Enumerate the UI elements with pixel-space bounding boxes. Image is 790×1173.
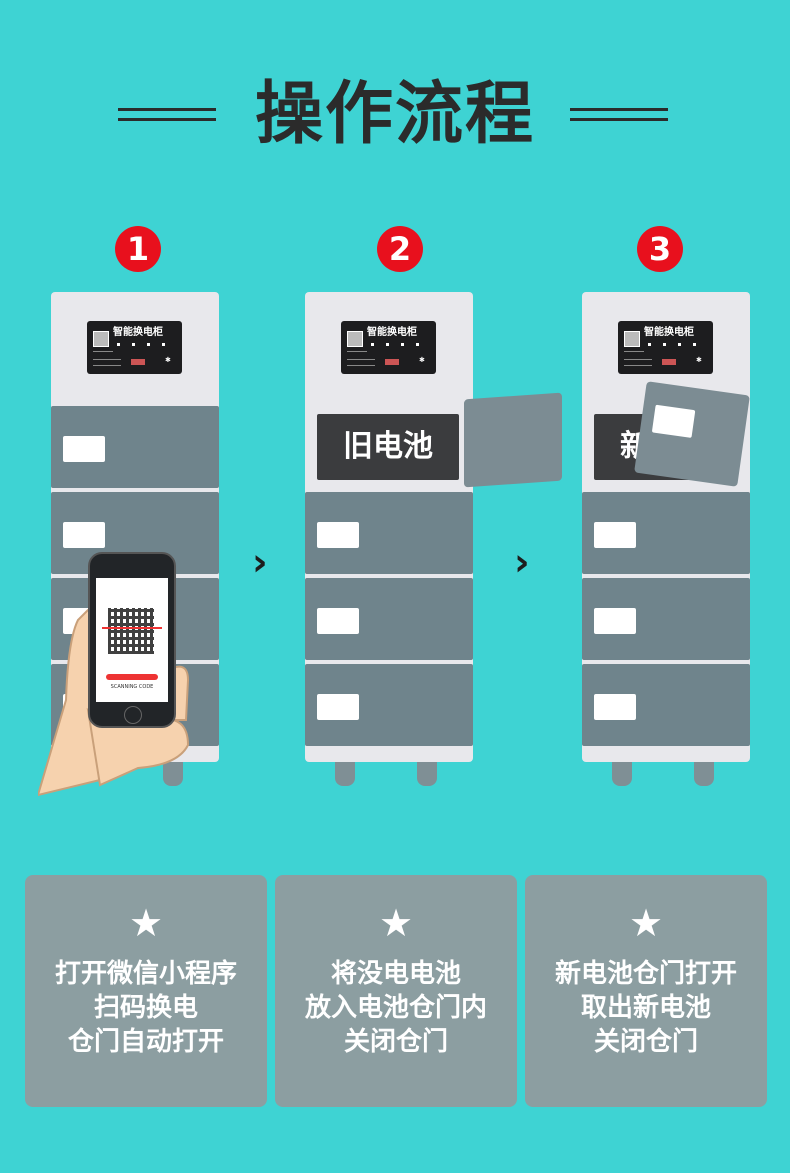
star-icon: ★ [378,901,414,945]
screen-line [624,351,644,352]
open-door [464,392,562,488]
cabinet-step-3: 智能换电柜 ✱ 新 [582,292,750,786]
bluetooth-icon: ✱ [419,356,425,364]
indicator-lights [648,343,708,346]
instruction-card-1: ★ 打开微信小程序 扫码换电 仓门自动打开 [25,875,267,1107]
screen-line [624,359,652,360]
screen-line [347,359,375,360]
qr-code-icon [108,608,154,654]
card-line: 打开微信小程序 [54,959,237,989]
cabinet-drawer [305,664,473,746]
scan-line [102,627,162,629]
cabinet-step-2: 智能换电柜 ✱ 旧电池 [305,292,473,786]
drawer-handle [594,522,636,548]
drawer-handle [594,608,636,634]
home-button-icon [124,706,142,724]
cabinet-leg [335,754,355,786]
screen-line [624,365,652,366]
step-2-badge: 2 [377,226,423,272]
header: 操作流程 [0,70,790,160]
cabinet-leg [417,754,437,786]
drawer-handle [63,436,105,462]
screen-title: 智能换电柜 [644,327,694,338]
step-1-badge: 1 [115,226,161,272]
card-line: 扫码换电 [93,993,198,1023]
card-line: 取出新电池 [580,993,711,1023]
arrow-right-icon: › [252,540,268,584]
title-decoration-right [570,108,668,122]
indicator-lights [371,343,431,346]
screen-title: 智能换电柜 [113,327,163,338]
cabinet-screen: 智能换电柜 ✱ [87,321,182,374]
cabinet-screen: 智能换电柜 ✱ [341,321,436,374]
star-icon: ★ [628,901,664,945]
old-battery-label: 旧电池 [317,414,459,480]
scanning-caption: SCANNING CODE [110,684,154,690]
qr-icon [347,331,363,347]
card-line: 新电池仓门打开 [554,959,737,989]
open-door [634,381,750,487]
screen-chip [385,359,399,365]
arrow-right-icon: › [514,540,530,584]
cabinet-screen: 智能换电柜 ✱ [618,321,713,374]
step-3-badge: 3 [637,226,683,272]
drawer-handle [594,694,636,720]
bluetooth-icon: ✱ [165,356,171,364]
screen-line [93,365,121,366]
cabinet-leg [612,754,632,786]
card-line: 关闭仓门 [343,1027,448,1057]
drawer-handle [317,522,359,548]
cabinet-drawer [305,492,473,574]
qr-icon [93,331,109,347]
screen-title: 智能换电柜 [367,327,417,338]
screen-chip [662,359,676,365]
cabinet-drawer [582,492,750,574]
indicator-lights [117,343,177,346]
cabinet-drawer [582,578,750,660]
star-icon: ★ [128,901,164,945]
page-title: 操作流程 [254,75,535,154]
cabinet-drawer [51,406,219,488]
smartphone: SCANNING CODE [88,552,176,728]
cabinet-leg [694,754,714,786]
bluetooth-icon: ✱ [696,356,702,364]
card-line: 将没电电池 [330,959,461,989]
card-line: 关闭仓门 [593,1027,698,1057]
screen-line [93,351,113,352]
drawer-handle [317,608,359,634]
qr-icon [624,331,640,347]
phone-screen: SCANNING CODE [96,578,168,702]
door-handle [651,404,696,438]
cabinet-drawer [305,578,473,660]
screen-line [347,365,375,366]
screen-line [347,351,367,352]
scan-progress-bar [106,674,158,680]
drawer-handle [63,522,105,548]
instruction-card-3: ★ 新电池仓门打开 取出新电池 关闭仓门 [525,875,767,1107]
screen-line [93,359,121,360]
title-decoration-left [118,108,216,122]
screen-chip [131,359,145,365]
card-line: 仓门自动打开 [67,1027,224,1057]
card-line: 放入电池仓门内 [304,993,487,1023]
drawer-handle [317,694,359,720]
hand-illustration [38,608,190,797]
cabinet-drawer [582,664,750,746]
instruction-card-2: ★ 将没电电池 放入电池仓门内 关闭仓门 [275,875,517,1107]
